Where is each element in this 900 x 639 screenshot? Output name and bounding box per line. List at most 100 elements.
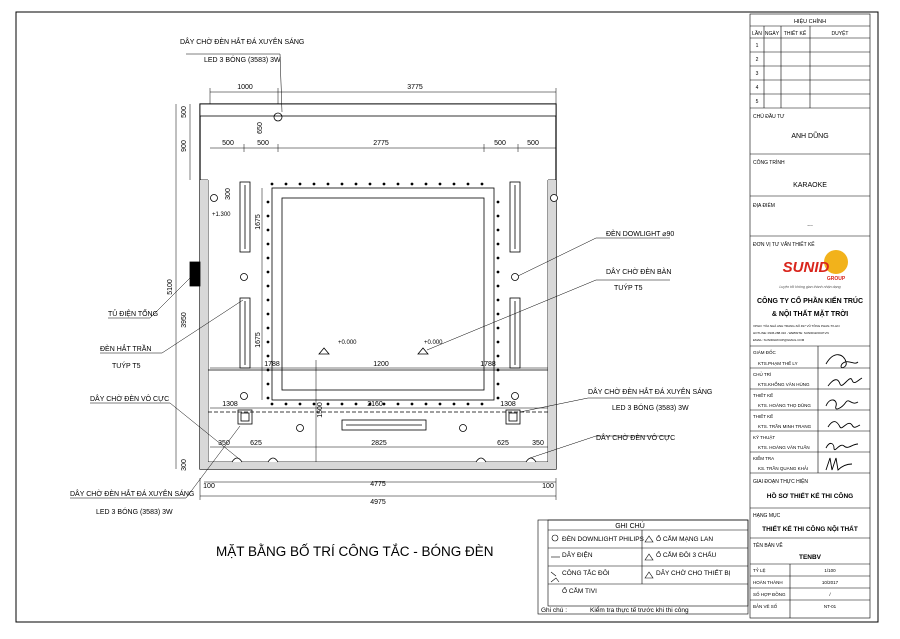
- legend-title: GHI CHÚ: [615, 521, 645, 530]
- tray-led-dot: [496, 228, 500, 232]
- tray-led-dot: [438, 182, 442, 186]
- callout-label: TUÝP T5: [614, 283, 643, 292]
- tray-led-dots: [266, 182, 500, 406]
- role-label: GIÁM ĐỐC: [753, 349, 777, 355]
- dim-text: 3950: [181, 312, 188, 328]
- role-name: KTS. HOÀNG THỌ DŨNG: [758, 402, 811, 408]
- meta-key: TỶ LỆ: [753, 566, 766, 573]
- tray-led-dot: [270, 402, 274, 406]
- tray-led-dot: [266, 270, 270, 274]
- tray-led-dot: [266, 228, 270, 232]
- tray-led-dot: [298, 182, 302, 186]
- legend-item: Ổ CẮM TIVI: [562, 586, 597, 595]
- tray-led-dot: [326, 182, 330, 186]
- role-name: KTS. HOÀNG VĂN TUẤN: [758, 444, 810, 450]
- right-wall-fill: [548, 180, 556, 469]
- tray-led-dot: [496, 270, 500, 274]
- investor-name: ANH DŨNG: [791, 131, 828, 140]
- tray-led-dot: [382, 402, 386, 406]
- legend-note-text: Kiểm tra thực tế trước khi thi công: [590, 605, 689, 614]
- dim-text: 900: [181, 140, 188, 152]
- title-block-texts: HIỆU CHỈNH LẦN NGÀY THIẾT KẾ DUYỆT 1 2 3…: [752, 17, 863, 609]
- tray-led-dot: [452, 182, 456, 186]
- main-electrical-panel: [189, 261, 201, 287]
- outlet-icon: [318, 347, 330, 355]
- legend-item: DÂY ĐIỆN: [562, 550, 593, 559]
- dim-text: 500: [181, 106, 188, 118]
- legend-item: CÔNG TẮC ĐÔI: [562, 568, 610, 577]
- dimension-lines: [175, 88, 557, 500]
- dim-text: 1675: [255, 214, 262, 230]
- wall-light-top: [273, 112, 283, 122]
- dim-text: 625: [250, 440, 262, 447]
- outlets: [231, 347, 537, 463]
- location-label: ĐỊA ĐIỂM: [753, 202, 775, 209]
- downlight-icon: [511, 392, 519, 400]
- callout-label: DÂY CHỜ ĐÈN HẮT ĐÁ XUYÊN SÁNG: [70, 489, 194, 498]
- tray-led-dot: [368, 182, 372, 186]
- downlights: [210, 194, 558, 432]
- rev-header: LẦN: [752, 30, 762, 37]
- bottom-wall-fill: [200, 462, 556, 469]
- sheet-border: [15, 11, 879, 623]
- dim-text: 350: [218, 440, 230, 447]
- dim-text: 4975: [370, 499, 386, 506]
- role-label: KỸ THUẬT: [753, 434, 775, 440]
- t5-tube-light: [239, 181, 251, 253]
- tray-led-dot: [368, 402, 372, 406]
- dim-text: 100: [542, 483, 554, 490]
- ceiling-tray-outer: [271, 187, 495, 401]
- tray-led-dot: [266, 214, 270, 218]
- tray-led-dot: [396, 182, 400, 186]
- tray-led-dot: [438, 402, 442, 406]
- tray-led-dot: [266, 382, 270, 386]
- role-name: KTS.KHỔNG VĂN HÙNG: [758, 381, 810, 387]
- tray-led-dot: [266, 326, 270, 330]
- logo-tagline: Luyện tốt không gian thành nhận dạng: [779, 285, 840, 289]
- rev-row: 1: [756, 43, 759, 49]
- tray-led-dot: [354, 402, 358, 406]
- sun-icon: [824, 250, 848, 274]
- callout-label: DÂY CHỜ ĐÈN VÔ CỰC: [90, 394, 169, 403]
- signature: [827, 377, 863, 387]
- callout-label: LED 3 BÓNG (3583) 3W: [96, 507, 173, 516]
- dim-text: 1308: [500, 401, 516, 408]
- tray-led-dot: [312, 182, 316, 186]
- outlet-icon: [417, 347, 429, 355]
- rev-header: NGÀY: [765, 30, 780, 37]
- tray-led-dot: [410, 402, 414, 406]
- callout-label: LED 3 BÓNG (3583) 3W: [612, 403, 689, 412]
- square-fixture: [237, 409, 253, 425]
- tray-led-dot: [266, 256, 270, 260]
- floor-plan: [189, 103, 557, 470]
- tray-led-dot: [480, 182, 484, 186]
- legend-note-label: Ghi chú :: [541, 607, 567, 614]
- signatures: [825, 354, 863, 471]
- dimension-texts: 1000 3775 500 500 2775 500 500 500 900 6…: [167, 84, 554, 506]
- callout-label: DÂY CHỜ ĐÈN VÔ CỰC: [596, 433, 675, 442]
- tray-led-dot: [496, 284, 500, 288]
- tray-led-dot: [424, 402, 428, 406]
- callout-label: DÂY CHỜ ĐÈN BÀN: [606, 267, 671, 276]
- tray-led-dot: [496, 200, 500, 204]
- tray-led-dot: [480, 402, 484, 406]
- tray-led-dot: [266, 312, 270, 316]
- sheet-name-value: TENBV: [799, 554, 822, 561]
- callout-label: TUÝP T5: [112, 361, 141, 370]
- tray-led-dot: [466, 402, 470, 406]
- dim-text: 2160: [367, 401, 383, 408]
- tray-led-dot: [266, 298, 270, 302]
- dim-text: 1308: [222, 401, 238, 408]
- level-marks: +1.300 +0.000 +0.000: [212, 212, 443, 346]
- category-value: THIẾT KẾ THI CÔNG NỘI THẤT: [762, 523, 858, 533]
- rev-row: 2: [756, 57, 759, 63]
- company-line2: & NỘI THẤT MẶT TRỜI: [772, 308, 848, 318]
- legend-item: Ổ CẮM ĐÔI 3 CHẤU: [656, 549, 717, 559]
- tray-led-dot: [354, 182, 358, 186]
- signature: [825, 442, 859, 451]
- square-fixture-inner: [508, 412, 518, 422]
- tray-led-dot: [496, 326, 500, 330]
- rev-row: 3: [756, 71, 759, 77]
- linear-light: [341, 419, 427, 431]
